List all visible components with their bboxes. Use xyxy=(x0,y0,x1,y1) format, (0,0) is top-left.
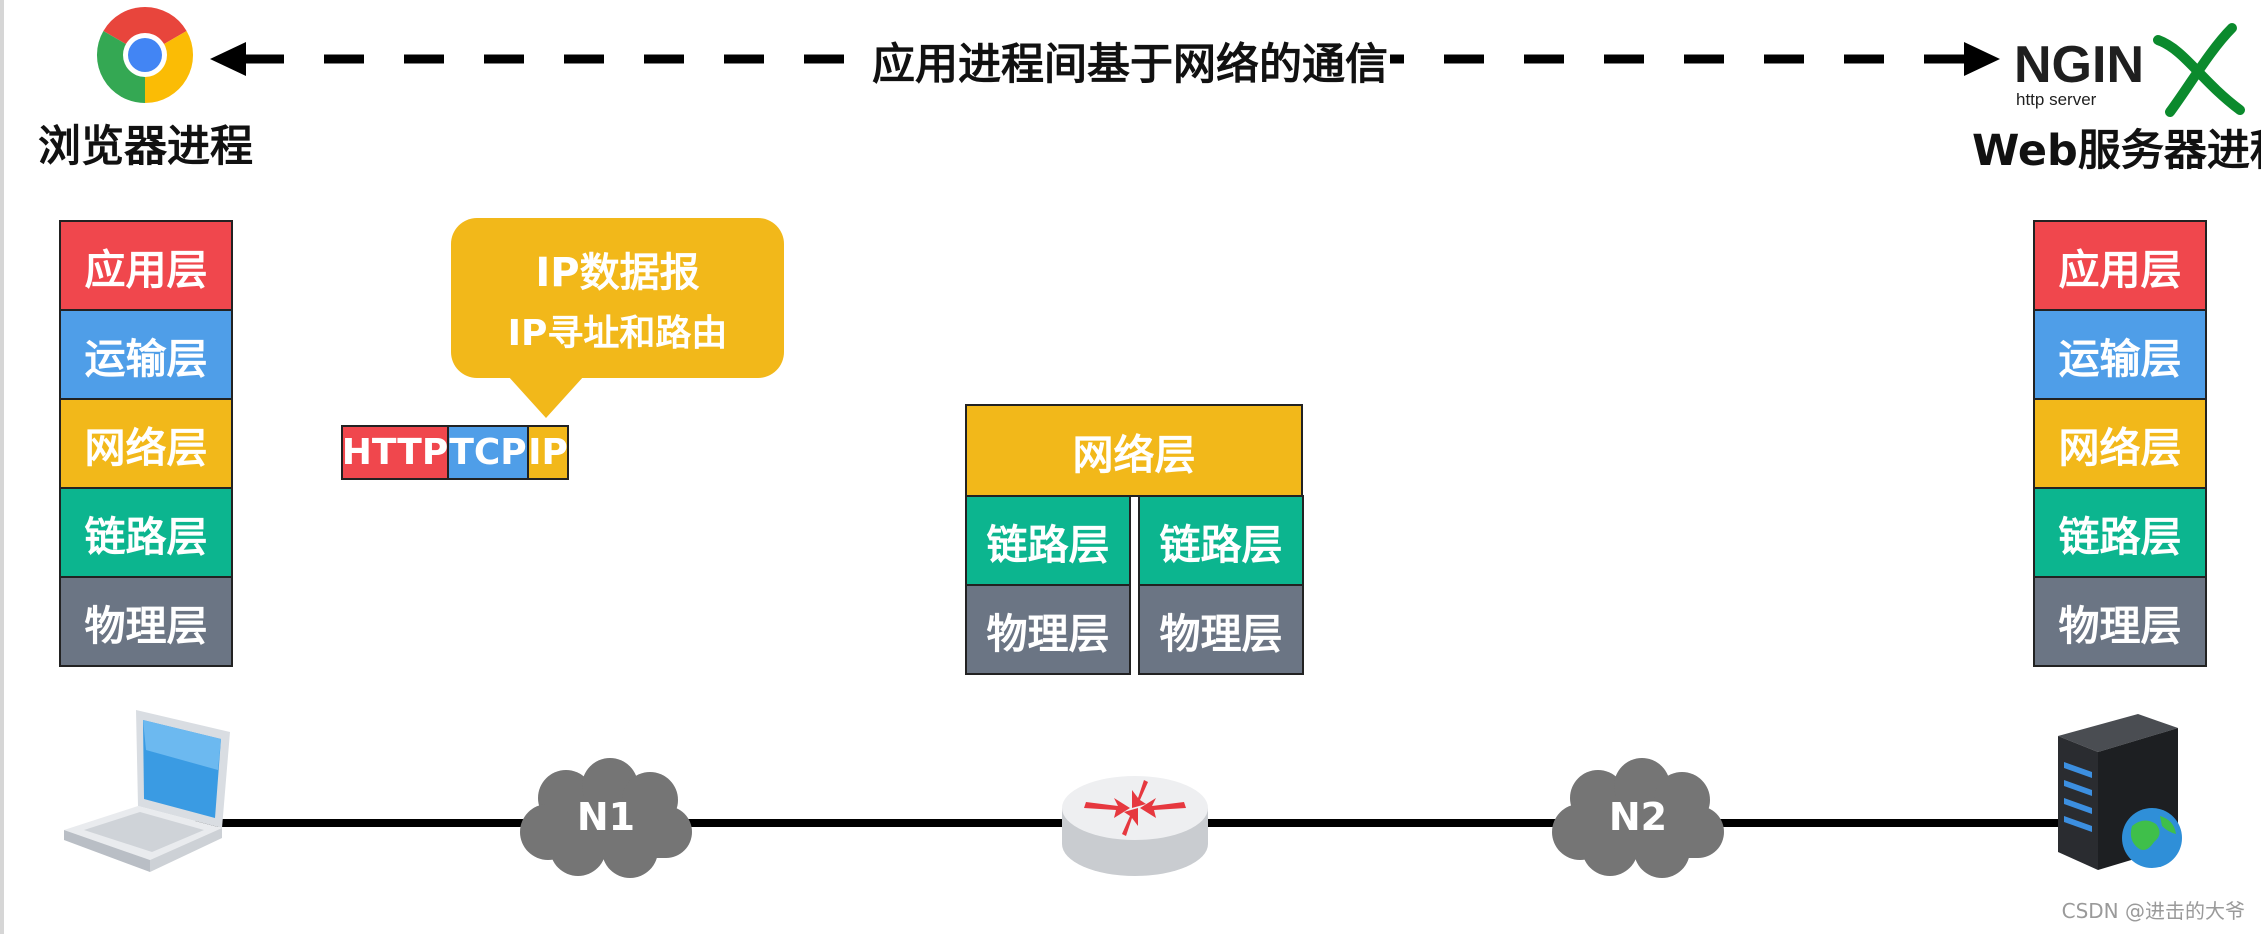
svg-text:NGIN: NGIN xyxy=(2014,36,2144,94)
server-transport-layer: 运输层 xyxy=(2033,309,2207,400)
server-physical-layer: 物理层 xyxy=(2033,576,2207,667)
router-icon xyxy=(1062,776,1208,876)
browser-process-label: 浏览器进程 xyxy=(38,122,253,172)
router-right-link-layer: 链路层 xyxy=(1138,495,1304,586)
server-network-layer: 网络层 xyxy=(2033,398,2207,489)
server-application-layer: 应用层 xyxy=(2033,220,2207,311)
host-physical-layer: 物理层 xyxy=(59,576,233,667)
server-protocol-stack: 应用层 运输层 网络层 链路层 物理层 xyxy=(2033,220,2207,667)
watermark: CSDN @进击的大爷 xyxy=(2061,899,2245,923)
laptop-icon xyxy=(64,710,230,872)
nginx-logo: NGIN http server xyxy=(2010,20,2250,120)
router-right-interface: 链路层 物理层 xyxy=(1138,495,1304,675)
server-process-label: Web服务器进程 xyxy=(1972,126,2261,176)
packet-tcp-segment: TCP xyxy=(447,425,529,480)
host-protocol-stack: 应用层 运输层 网络层 链路层 物理层 xyxy=(59,220,233,667)
packet-ip-segment: IP xyxy=(527,425,569,480)
communication-arrow xyxy=(210,42,2000,76)
server-icon xyxy=(2058,714,2182,870)
network-n2-label: N2 xyxy=(1608,795,1668,839)
router-network-layer: 网络层 xyxy=(965,404,1303,497)
left-border xyxy=(0,0,4,934)
server-link-layer: 链路层 xyxy=(2033,487,2207,578)
cloud-icon xyxy=(1552,758,1724,878)
svg-text:http server: http server xyxy=(2016,90,2097,109)
cloud-icon xyxy=(520,758,692,878)
packet-http-segment: HTTP xyxy=(341,425,449,480)
ip-datagram-callout: IP数据报 IP寻址和路由 xyxy=(451,218,784,378)
router-left-link-layer: 链路层 xyxy=(965,495,1131,586)
host-application-layer: 应用层 xyxy=(59,220,233,311)
host-link-layer: 链路层 xyxy=(59,487,233,578)
callout-pointer xyxy=(508,376,584,418)
host-network-layer: 网络层 xyxy=(59,398,233,489)
packet: HTTP TCP IP xyxy=(341,425,569,480)
network-n1-label: N1 xyxy=(576,795,636,839)
host-transport-layer: 运输层 xyxy=(59,309,233,400)
router-right-physical-layer: 物理层 xyxy=(1138,584,1304,675)
callout-title: IP数据报 xyxy=(535,250,700,296)
router-left-interface: 链路层 物理层 xyxy=(965,495,1131,675)
callout-subtitle: IP寻址和路由 xyxy=(507,313,728,354)
communication-label: 应用进程间基于网络的通信 xyxy=(870,30,1390,92)
chrome-icon xyxy=(96,6,194,104)
router-left-physical-layer: 物理层 xyxy=(965,584,1131,675)
